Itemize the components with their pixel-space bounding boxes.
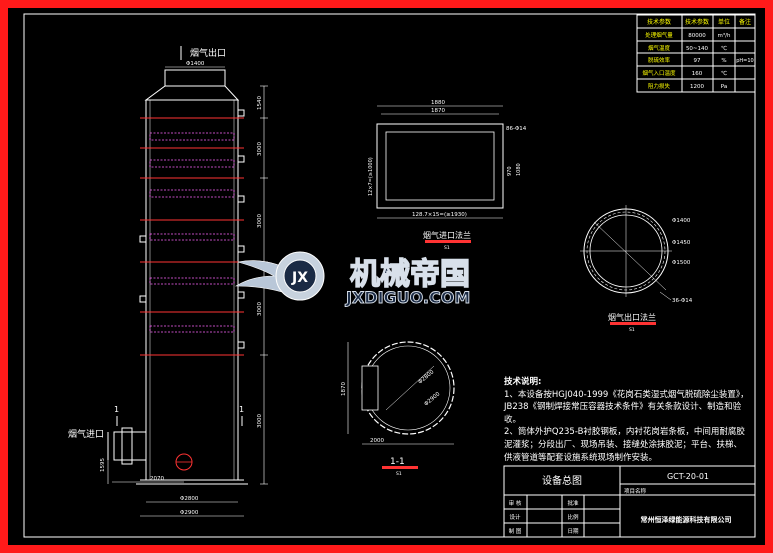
spec-row-2-note: pH=10 — [736, 58, 754, 64]
section-scale: S1 — [396, 471, 402, 477]
notes-line-2: 2、筒体外护Q235-B衬胶钢板，内衬花岗岩条板，中间用耐腐胶泥灌浆；分段出厂、… — [504, 427, 745, 463]
side-dim-1: 3000 — [257, 142, 263, 156]
spec-header-1: 技术参数 — [685, 18, 709, 26]
spec-row-3-name: 烟气入口温度 — [642, 69, 676, 77]
spec-row-4-value: 1200 — [690, 84, 704, 90]
spec-row-4-name: 阻力损失 — [648, 82, 671, 90]
spec-row-0-unit: m³/h — [718, 32, 731, 39]
outlet-flange-view: Φ1400 Φ1450 Φ1500 36-Φ14 烟气出口法兰 S1 — [580, 205, 693, 333]
outlet-flange-dim-1: Φ1400 — [672, 218, 691, 224]
spec-row-3-value: 160 — [692, 71, 703, 77]
side-dim-3: 3000 — [257, 302, 263, 316]
drawing-title: 设备总图 — [542, 474, 582, 487]
spec-row-3-unit: ℃ — [721, 70, 727, 77]
bottom-dim-2: Φ2900 — [180, 510, 199, 516]
spec-row-1-value: 50~140 — [686, 46, 709, 52]
inlet-flange-dim-bottom: 128.7×15=(≥1930) — [412, 212, 467, 218]
company-name: 常州恒泽绿能源科技有限公司 — [641, 515, 732, 524]
tb-left-0: 审 核 — [509, 499, 522, 507]
outlet-label: 烟气出口 — [190, 47, 226, 59]
inlet-flange-dim-h1: 970 — [507, 166, 513, 176]
inner-frame — [23, 13, 756, 538]
watermark-en: JXDIGUO.COM — [345, 288, 470, 307]
spec-header-0: 技术参数 — [647, 18, 671, 26]
tb-right-0: 批准 — [567, 499, 579, 507]
tb-right-2: 日期 — [567, 528, 579, 535]
outlet-flange-holes: 36-Φ14 — [672, 298, 693, 304]
inlet-flange-holes: 86-Φ14 — [506, 126, 527, 132]
notes-line-1: 1、本设备按HGJ040-1999《花岗石类湿式烟气脱硫除尘装置》，JB238《… — [504, 389, 749, 425]
inlet-offset-dim: 2070 — [150, 476, 164, 482]
title-block: 设备总图 GCT-20-01 项目名称 常州恒泽绿能源科技有限公司 审 核 设计… — [503, 465, 756, 538]
watermark-mark: JX — [291, 270, 308, 286]
bottom-dim-1: Φ2800 — [180, 496, 199, 502]
section-title: 1-1 — [390, 457, 405, 467]
side-dim-4: 3000 — [257, 414, 263, 428]
inlet-flange-title: 烟气进口法兰 — [423, 230, 471, 240]
spec-row-0-name: 处理烟气量 — [645, 31, 673, 39]
inlet-flange-view: 1880 1870 86-Φ14 12×7=(≥1000) 970 1080 1… — [368, 100, 527, 251]
absorber-tower: 烟气出口 Φ1400 — [68, 46, 268, 517]
section-mark-left: 1 — [114, 405, 119, 414]
side-dim-0: 1540 — [257, 96, 263, 110]
spec-header-3: 备注 — [739, 18, 751, 26]
drawing-number: GCT-20-01 — [667, 472, 709, 481]
watermark-logo: JX 机械帝国 JXDIGUO.COM — [234, 251, 471, 307]
section-dim-b: Φ2900 — [423, 391, 441, 408]
outlet-flange-scale: S1 — [629, 327, 635, 333]
inlet-flange-dim-top-1: 1880 — [431, 100, 445, 106]
section-width: 2000 — [370, 438, 384, 444]
spec-row-2-value: 97 — [694, 58, 701, 64]
inlet-flange-dim-h2: 1080 — [516, 163, 522, 176]
spec-row-1-name: 烟气温度 — [648, 44, 671, 52]
inlet-flange-dim-left: 12×7=(≥1000) — [368, 157, 374, 196]
spec-row-4-unit: Pa — [721, 84, 727, 90]
section-1-1-view: Φ2800 Φ2900 1870 2000 1-1 S1 — [341, 341, 455, 477]
watermark-cn: 机械帝国 — [350, 257, 470, 292]
notes-title: 技术说明: — [504, 377, 542, 387]
inlet-flange-dim-top-2: 1870 — [431, 108, 445, 114]
spec-row-0-value: 80000 — [688, 33, 706, 39]
section-height: 1870 — [341, 382, 347, 396]
spec-table: 技术参数 技术参数 单位 备注 处理烟气量 80000 m³/h 烟气温度 50… — [636, 14, 756, 93]
section-mark-right: 1 — [239, 405, 244, 414]
tb-left-1: 设计 — [509, 513, 521, 521]
inlet-height-dim: 1595 — [100, 458, 106, 472]
tb-left-2: 制 图 — [509, 527, 522, 535]
spec-row-1-unit: ℃ — [721, 45, 727, 52]
inlet-label: 烟气进口 — [68, 428, 104, 440]
section-dim-a: Φ2800 — [417, 369, 435, 386]
technical-notes: 技术说明: 1、本设备按HGJ040-1999《花岗石类湿式烟气脱硫除尘装置》，… — [504, 376, 749, 464]
outlet-flange-dim-3: Φ1500 — [672, 260, 691, 266]
inlet-flange-scale: S1 — [444, 245, 450, 251]
outlet-flange-title: 烟气出口法兰 — [608, 312, 656, 322]
drawing-sheet — [8, 8, 765, 545]
spec-header-2: 单位 — [718, 18, 730, 26]
spec-row-2-name: 脱硫效率 — [648, 56, 671, 64]
outlet-flange-dim-2: Φ1450 — [672, 240, 691, 246]
project-label: 项目名称 — [624, 487, 647, 495]
spec-row-2-unit: % — [721, 58, 726, 64]
tb-right-1: 比例 — [567, 513, 579, 521]
side-dim-2: 3000 — [257, 214, 263, 228]
top-dim: Φ1400 — [186, 61, 205, 67]
